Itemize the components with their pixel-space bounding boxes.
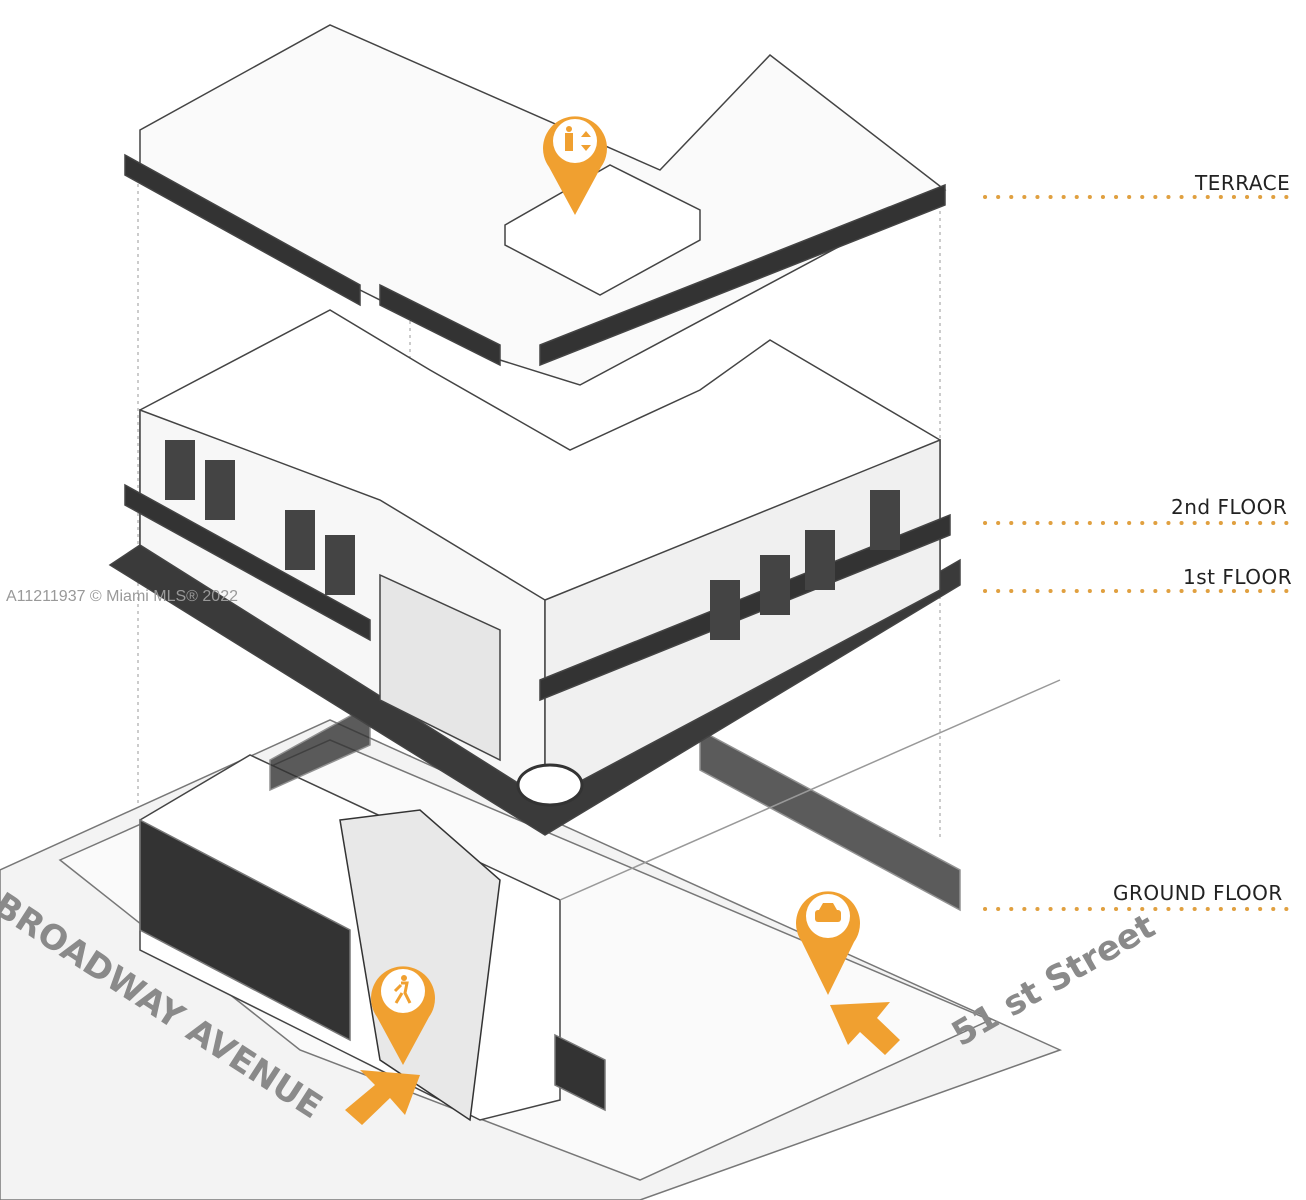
level-label-terrace: TERRACE — [1195, 171, 1291, 195]
level-label-2nd-floor: 2nd FLOOR — [1171, 495, 1288, 519]
car-pin-icon — [796, 891, 860, 995]
terrace-roof — [124, 24, 947, 386]
watermark: A11211937 © Miami MLS® 2022 — [6, 588, 238, 605]
level-label-ground-floor: GROUND FLOOR — [1113, 881, 1283, 905]
entry-arrow-icon — [345, 1070, 420, 1125]
pedestrian-pin-icon — [371, 966, 435, 1065]
ground-floor — [0, 679, 1063, 1200]
level-leader-lines — [983, 195, 1297, 911]
entry-arrow-icon — [830, 1002, 900, 1055]
elevator-pin-icon — [543, 116, 607, 215]
level-label-1st-floor: 1st FLOOR — [1183, 565, 1293, 589]
residential-floors — [108, 309, 961, 836]
